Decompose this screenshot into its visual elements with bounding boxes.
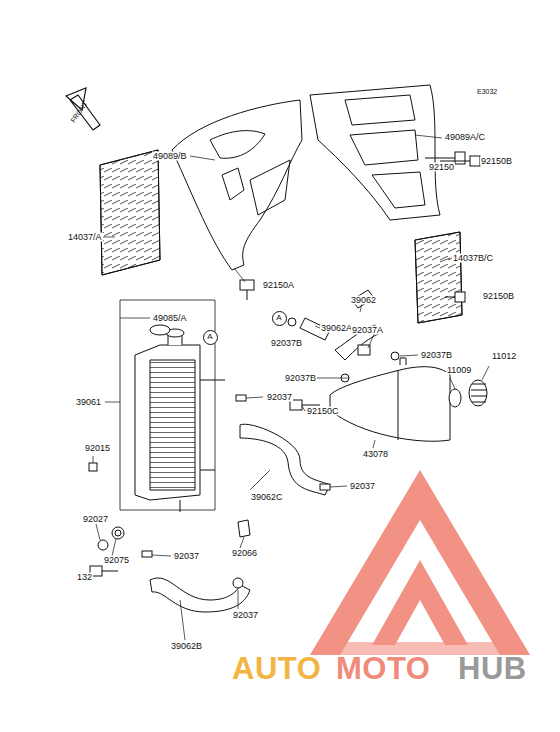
callout-circle: A (272, 311, 287, 326)
callout-number: 14037B/C (452, 254, 494, 263)
callout-letter: A (207, 333, 212, 341)
callout-number: 49085/A (152, 314, 188, 323)
callout-number: 39061 (75, 398, 102, 407)
tank-cap (469, 380, 487, 406)
radiator-grille (415, 232, 462, 323)
callout-number: 92150B (482, 292, 515, 301)
callout-circle: A (203, 330, 218, 345)
callout-number: 39062A (320, 324, 353, 333)
callout-number: 92037B (270, 339, 303, 348)
callout-number: 92037 (349, 482, 376, 491)
radiator-shroud (310, 85, 440, 220)
callout-number: 92037 (266, 393, 293, 402)
callout-number: 11012 (491, 352, 517, 361)
watermark-logo (310, 470, 530, 655)
callout-number: 132 (76, 573, 93, 582)
callout-number: 11009 (446, 366, 472, 375)
watermark-text: AUTO (232, 653, 321, 684)
callout-number: 92037A (351, 326, 384, 335)
tank-gasket (449, 389, 461, 407)
temperature-switch (238, 520, 250, 537)
callout-number: 49089/B (152, 152, 188, 161)
callout-number: 92150 (428, 163, 455, 172)
front-arrow (66, 88, 100, 130)
hose (240, 424, 330, 495)
callout-number: 14037/A (67, 233, 103, 242)
callout-number: 43078 (362, 450, 389, 459)
callout-number: 92027 (82, 515, 109, 524)
callout-number: 49089A/C (444, 133, 486, 142)
radiator (135, 345, 200, 500)
callout-number: 92150C (306, 407, 340, 416)
bolt (90, 152, 480, 576)
watermark-text: HUB (458, 653, 527, 684)
callout-letter: A (276, 314, 281, 322)
callout-number: 39062C (250, 493, 284, 502)
radiator-grille (100, 150, 160, 275)
callout-number: 39062B (170, 642, 203, 651)
callout-number: 92037 (232, 611, 259, 620)
radiator-shroud (172, 100, 302, 270)
callout-number: E3032 (476, 88, 498, 95)
leader-line (93, 135, 489, 640)
callout-number: 92037B (284, 374, 317, 383)
callout-number: 92150B (480, 157, 513, 166)
callout-number: 92037B (420, 351, 453, 360)
callout-number: 92066 (231, 549, 258, 558)
callout-number: 92015 (84, 444, 111, 453)
callout-number: 92075 (103, 556, 130, 565)
callout-number: 92150A (262, 281, 295, 290)
hose-clamp (89, 318, 399, 588)
callout-number: 92037 (173, 552, 200, 561)
hose (150, 578, 250, 612)
watermark-text: MOTO (336, 653, 430, 684)
callout-number: 39062 (350, 296, 377, 305)
